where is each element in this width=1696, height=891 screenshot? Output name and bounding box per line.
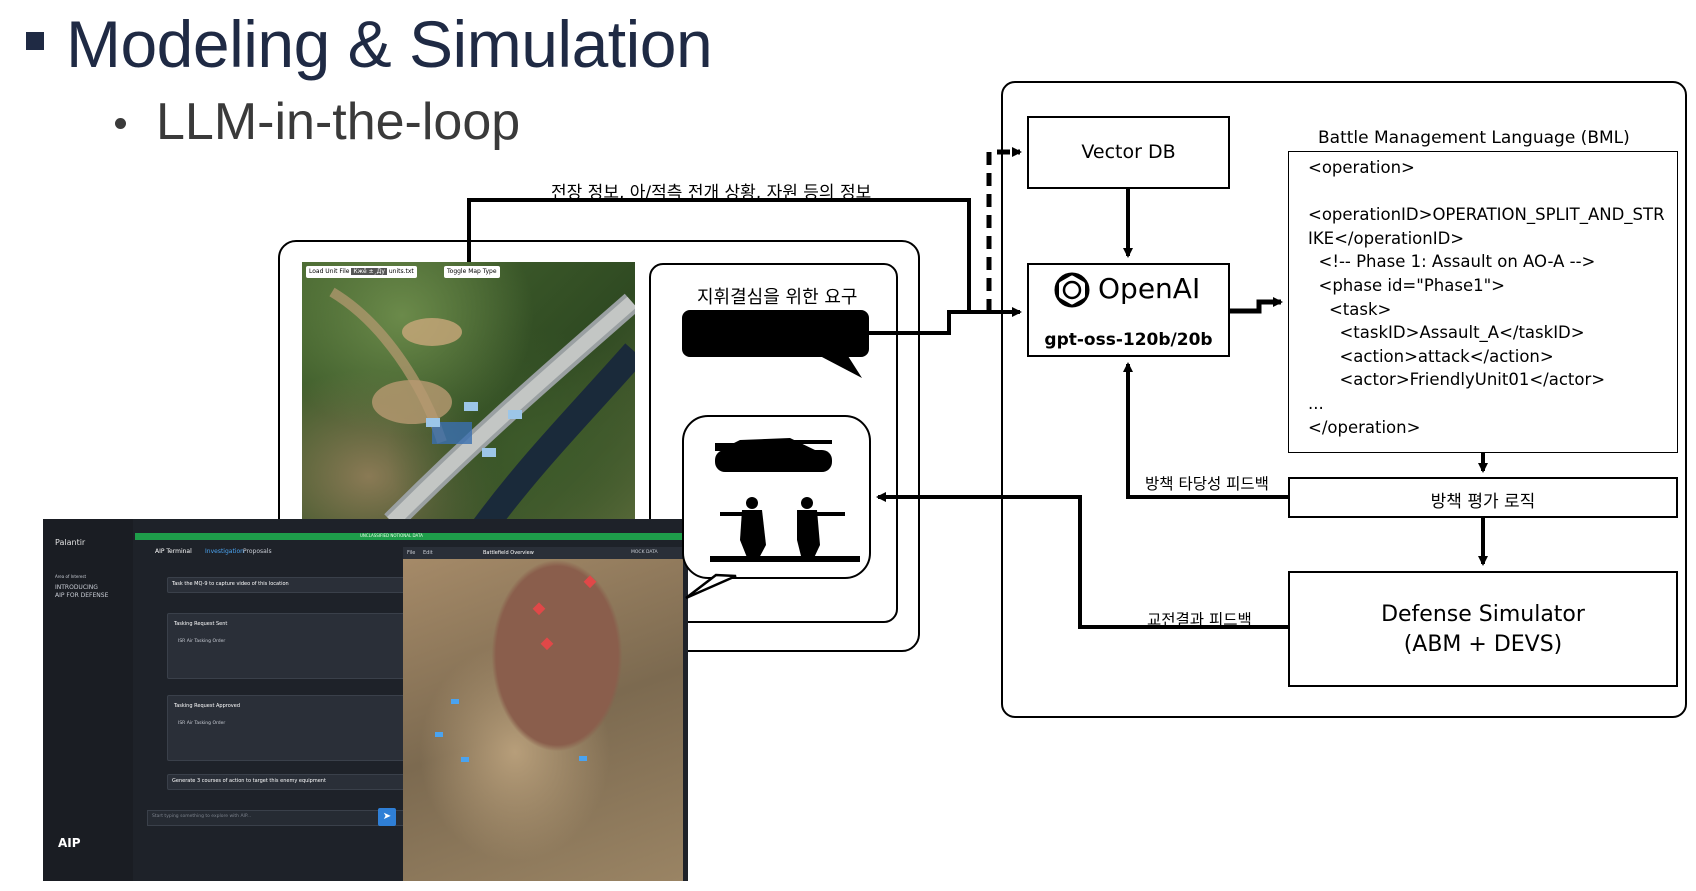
choose-file-button[interactable]: Кжё ±¸Ду [351, 268, 387, 275]
combat-feedback-connector [876, 492, 1288, 629]
aip-logo: AIP [58, 836, 81, 850]
vector-db-label: Vector DB [1081, 141, 1176, 163]
tasking-sent-card: Tasking Request Sent ISR Air Tasking Ord… [167, 613, 424, 679]
side-text-2: AIP FOR DEFENSE [55, 592, 109, 599]
battlefield-map[interactable] [403, 559, 683, 881]
aip-terminal-title: AIP Terminal [155, 548, 192, 555]
simulator-label-2: (ABM + DEVS) [1403, 632, 1563, 657]
request-connector [869, 310, 969, 335]
tank-icon [715, 438, 832, 472]
combat-feedback-label: 교전결과 피드백 [1147, 611, 1252, 629]
openai-logo-icon [1054, 272, 1090, 308]
bml-box [1288, 151, 1678, 453]
coa-feedback-label: 방책 타당성 피드백 [1145, 475, 1269, 493]
tab-proposals[interactable]: Proposals [243, 548, 272, 555]
slide-subtitle: LLM-in-the-loop [156, 93, 521, 151]
info-connector [467, 198, 1022, 317]
tab-investigation[interactable]: Investigation [205, 548, 244, 555]
llm-bml-connector [1230, 297, 1283, 314]
toggle-map-type-button[interactable]: Toggle Map Type [444, 266, 500, 278]
palantir-brand: Palantir [55, 538, 86, 547]
tasking-approved-card: Tasking Request Approved ISR Air Tasking… [167, 695, 424, 761]
model-label: gpt-oss-120b/20b [1044, 330, 1213, 350]
openai-label: OpenAI [1098, 272, 1201, 305]
subtitle-bullet [115, 118, 126, 129]
coa-eval-box [1288, 477, 1678, 518]
vector-db-box [1027, 116, 1230, 189]
classification-banner: UNCLASSIFIED NOTIONAL DATA [135, 533, 688, 540]
title-bullet [26, 32, 44, 50]
soldiers-icon [710, 497, 860, 562]
send-button[interactable]: ➤ [378, 808, 396, 826]
map-menu-edit[interactable]: Edit [423, 550, 433, 556]
coa-feedback-connector [1123, 362, 1288, 499]
satellite-map: Load Unit File Кжё ±¸Ду units.txt Toggle… [302, 262, 635, 530]
slide-title: Modeling & Simulation [66, 7, 713, 81]
dashed-connector [986, 147, 1022, 312]
map-menu-file[interactable]: File [407, 550, 416, 556]
side-text-1: INTRODUCING [55, 584, 98, 591]
aip-screenshot: Palantir Area of Interest INTRODUCING AI… [43, 519, 688, 881]
bml-title: Battle Management Language (BML) [1318, 128, 1630, 148]
mock-data-label: MOCK DATA [631, 550, 658, 555]
speech-bubble-request [682, 310, 869, 357]
map-title: Battlefield Overview [483, 550, 534, 556]
simulator-label-1: Defense Simulator [1381, 602, 1585, 627]
bml-code: <operation> <operationID>OPERATION_SPLIT… [1308, 158, 1665, 437]
side-heading: Area of Interest [55, 574, 87, 579]
units-file-label: units.txt [388, 268, 414, 275]
coa-eval-label: 방책 평가 로직 [1430, 492, 1536, 512]
defense-simulator-box [1288, 571, 1678, 687]
map-toolbar: File Edit Battlefield Overview MOCK DATA [403, 547, 683, 559]
command-request-label: 지휘결심을 위한 요구 [697, 287, 858, 308]
load-unit-file-label[interactable]: Load Unit File [309, 268, 350, 275]
